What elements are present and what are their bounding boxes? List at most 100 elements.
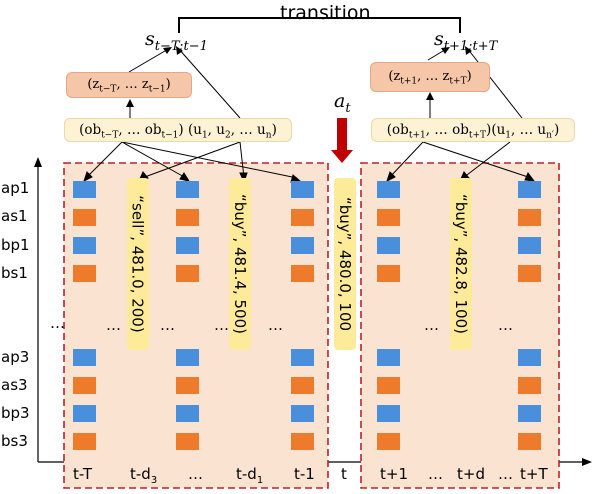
ellipsis-future-1: … xyxy=(424,316,439,334)
arrow-messages-to-state-future-head xyxy=(465,46,472,55)
past-col-t-minus-1-bp3-square xyxy=(291,405,314,422)
x-label-t-minus-d3-sub: 3 xyxy=(150,475,158,486)
past-col-t-minus-T-bs1-square xyxy=(73,265,96,282)
obs-box-past: (obt−T, … obt−1) (u1, u2, … un) xyxy=(64,118,292,142)
latent-box-past: (zt−T, … zt−1) xyxy=(66,72,192,98)
y-axis-arrowhead xyxy=(34,157,42,167)
past-col-t-minus-1-bp1-square xyxy=(291,237,314,254)
ellipsis-past-3: … xyxy=(214,316,229,334)
latent-future-open: (z xyxy=(388,69,401,84)
future-col-t-plus-1-ap1-square xyxy=(377,181,400,198)
future-col-t-plus-T-as1-square xyxy=(518,209,541,226)
x-label-t-minus-d3-base: t-d xyxy=(130,465,151,483)
latent-box-future: (zt+1, … zt+T) xyxy=(370,62,490,92)
future-col-t-plus-T-ap1-square xyxy=(518,181,541,198)
future-col-t-plus-1-bs3-square xyxy=(377,433,400,450)
message-sell-past: “sell”, 481.0, 200) xyxy=(127,178,149,350)
message-buy-action-text: “buy”, 480.0, 100 xyxy=(336,196,354,332)
past-col-t-minus-1-bs1-square xyxy=(291,265,314,282)
state-future-label: st+1:t+T xyxy=(434,28,497,54)
obs-future-p2: , … ob xyxy=(425,122,469,138)
x-label-t-plus-T: t+T xyxy=(520,465,548,483)
y-label-as1: as1 xyxy=(1,207,28,225)
ellipsis-past-4: … xyxy=(268,316,283,334)
obs-future-p1: (ob xyxy=(386,122,409,138)
latent-past-open: (z xyxy=(87,77,100,92)
future-col-t-plus-1-bs1-square xyxy=(377,265,400,282)
latent-past-sub: t−T xyxy=(99,84,117,95)
arrow-latent-to-state-past xyxy=(128,47,171,73)
past-col-t-minus-T-bs3-square xyxy=(73,433,96,450)
x-label-future-ellipsis-1: … xyxy=(428,465,443,483)
arrow-latent-to-state-future-head xyxy=(441,47,450,54)
obs-past-s2: t−1 xyxy=(161,130,179,141)
message-buy-action: “buy”, 480.0, 100 xyxy=(334,178,356,350)
y-label-ellipsis: … xyxy=(50,314,65,332)
message-buy-past-text: “buy”, 481.4, 500) xyxy=(231,194,250,334)
ellipsis-future-2: … xyxy=(498,316,513,334)
obs-past-p3: ) (u xyxy=(178,122,202,138)
message-sell-text: “sell”, 481.0, 200) xyxy=(129,195,148,333)
past-col-t-minus-1-as1-square xyxy=(291,209,314,226)
future-col-t-plus-1-bp1-square xyxy=(377,237,400,254)
order-book-snapshots xyxy=(73,181,541,450)
future-col-t-plus-T-bp3-square xyxy=(518,405,541,422)
y-label-bs1: bs1 xyxy=(1,264,28,282)
x-label-t-minus-d1: t-d1 xyxy=(236,465,263,486)
arrow-messages-to-state-future xyxy=(466,47,523,119)
action-arrow-shaft xyxy=(337,118,347,152)
state-past-symbol: s xyxy=(145,28,155,50)
future-col-t-plus-T-as3-square xyxy=(518,377,541,394)
past-col-t-minus-d3-as3-square xyxy=(176,377,199,394)
obs-future-p4: , … u xyxy=(511,122,547,138)
future-col-t-plus-T-bs3-square xyxy=(518,433,541,450)
future-col-t-plus-T-bp1-square xyxy=(518,237,541,254)
obs-future-p3: )(u xyxy=(486,122,506,138)
action-subscript: t xyxy=(345,100,351,116)
future-col-t-plus-1-as1-square xyxy=(377,209,400,226)
past-col-t-minus-T-bp1-square xyxy=(73,237,96,254)
state-past-subscript: t−T:t−1 xyxy=(154,38,208,54)
y-label-ap3: ap3 xyxy=(1,348,30,366)
latent-past-sub2: t−1 xyxy=(148,84,166,95)
message-buy-future-text: “buy”, 482.8, 100) xyxy=(452,194,471,334)
y-label-bp3: bp3 xyxy=(1,404,30,422)
obs-future-s1: t+1 xyxy=(408,130,426,141)
action-symbol: a xyxy=(334,90,346,112)
ellipsis-past-1: … xyxy=(106,316,121,334)
state-future-subscript: t+1:t+T xyxy=(443,38,498,54)
obs-past-p2: , … ob xyxy=(118,122,162,138)
past-col-t-minus-d3-ap3-square xyxy=(176,349,199,366)
x-label-past-ellipsis: … xyxy=(188,465,203,483)
latent-past-mid: , … z xyxy=(116,77,149,92)
action-label: at xyxy=(334,90,351,116)
past-col-t-minus-d3-as1-square xyxy=(176,209,199,226)
obs-past-p5: , … u xyxy=(230,122,266,138)
state-past-label: st−T:t−1 xyxy=(145,28,208,54)
message-buy-future: “buy”, 482.8, 100) xyxy=(450,178,472,350)
state-future-symbol: s xyxy=(434,28,444,50)
past-col-t-minus-d3-bs3-square xyxy=(176,433,199,450)
past-col-t-minus-T-as1-square xyxy=(73,209,96,226)
arrow-messages-to-state-past xyxy=(177,47,241,119)
obs-past-s5: n xyxy=(265,130,272,141)
past-col-t-minus-T-bp3-square xyxy=(73,405,96,422)
latent-past-close: ) xyxy=(165,77,171,92)
obs-past-s1: t−T xyxy=(101,130,119,141)
obs-box-future: (obt+1, … obt+T)(u1, … un′) xyxy=(371,118,575,142)
past-col-t-minus-1-ap3-square xyxy=(291,349,314,366)
obs-future-s2: t+T xyxy=(468,130,487,141)
latent-future-mid: , … z xyxy=(417,69,450,84)
arrow-latent-to-state-past-head xyxy=(163,47,172,54)
y-label-bs3: bs3 xyxy=(1,432,28,450)
past-col-t-minus-1-bs3-square xyxy=(291,433,314,450)
arrow-messages-to-state-past-head xyxy=(176,46,183,55)
obs-future-s3: 1 xyxy=(505,130,512,141)
past-col-t-minus-T-ap1-square xyxy=(73,181,96,198)
y-label-as3: as3 xyxy=(1,376,28,394)
message-buy-past: “buy”, 481.4, 500) xyxy=(229,178,251,350)
arrow-obs-to-latent-past-head xyxy=(126,99,134,107)
x-label-t-plus-1: t+1 xyxy=(380,465,408,483)
transition-bracket xyxy=(178,17,461,33)
